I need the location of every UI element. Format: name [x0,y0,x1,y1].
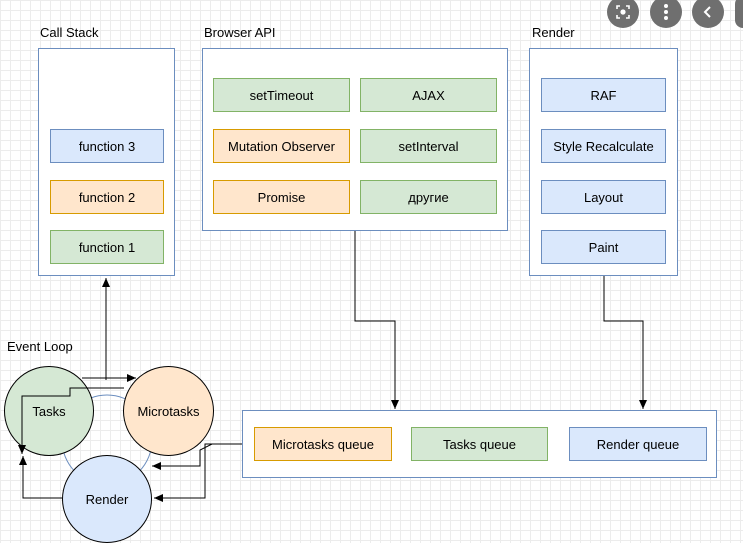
render-queue: Render queue [569,427,707,461]
render-style-recalculate: Style Recalculate [541,129,666,163]
api-promise: Promise [213,180,350,214]
call-stack-function-2: function 2 [50,180,164,214]
tasks-queue: Tasks queue [411,427,548,461]
event-loop-tasks: Tasks [4,366,94,456]
call-stack-function-3: function 3 [50,129,164,163]
event-loop-label: Event Loop [7,339,73,354]
call-stack-label: Call Stack [40,25,99,40]
browser-api-label: Browser API [204,25,276,40]
more-icon[interactable] [650,0,682,28]
api-ajax: AJAX [360,78,497,112]
api-other: другие [360,180,497,214]
api-settimeout: setTimeout [213,78,350,112]
render-label: Render [532,25,575,40]
render-raf: RAF [541,78,666,112]
api-setinterval: setInterval [360,129,497,163]
microtasks-queue: Microtasks queue [254,427,392,461]
lens-icon[interactable] [607,0,639,28]
call-stack-function-1: function 1 [50,230,164,264]
api-mutation-observer: Mutation Observer [213,129,350,163]
scroll-edge [735,0,743,28]
event-loop-microtasks: Microtasks [123,366,214,456]
render-layout: Layout [541,180,666,214]
render-paint: Paint [541,230,666,264]
back-icon[interactable] [692,0,724,28]
event-loop-render: Render [62,455,152,543]
